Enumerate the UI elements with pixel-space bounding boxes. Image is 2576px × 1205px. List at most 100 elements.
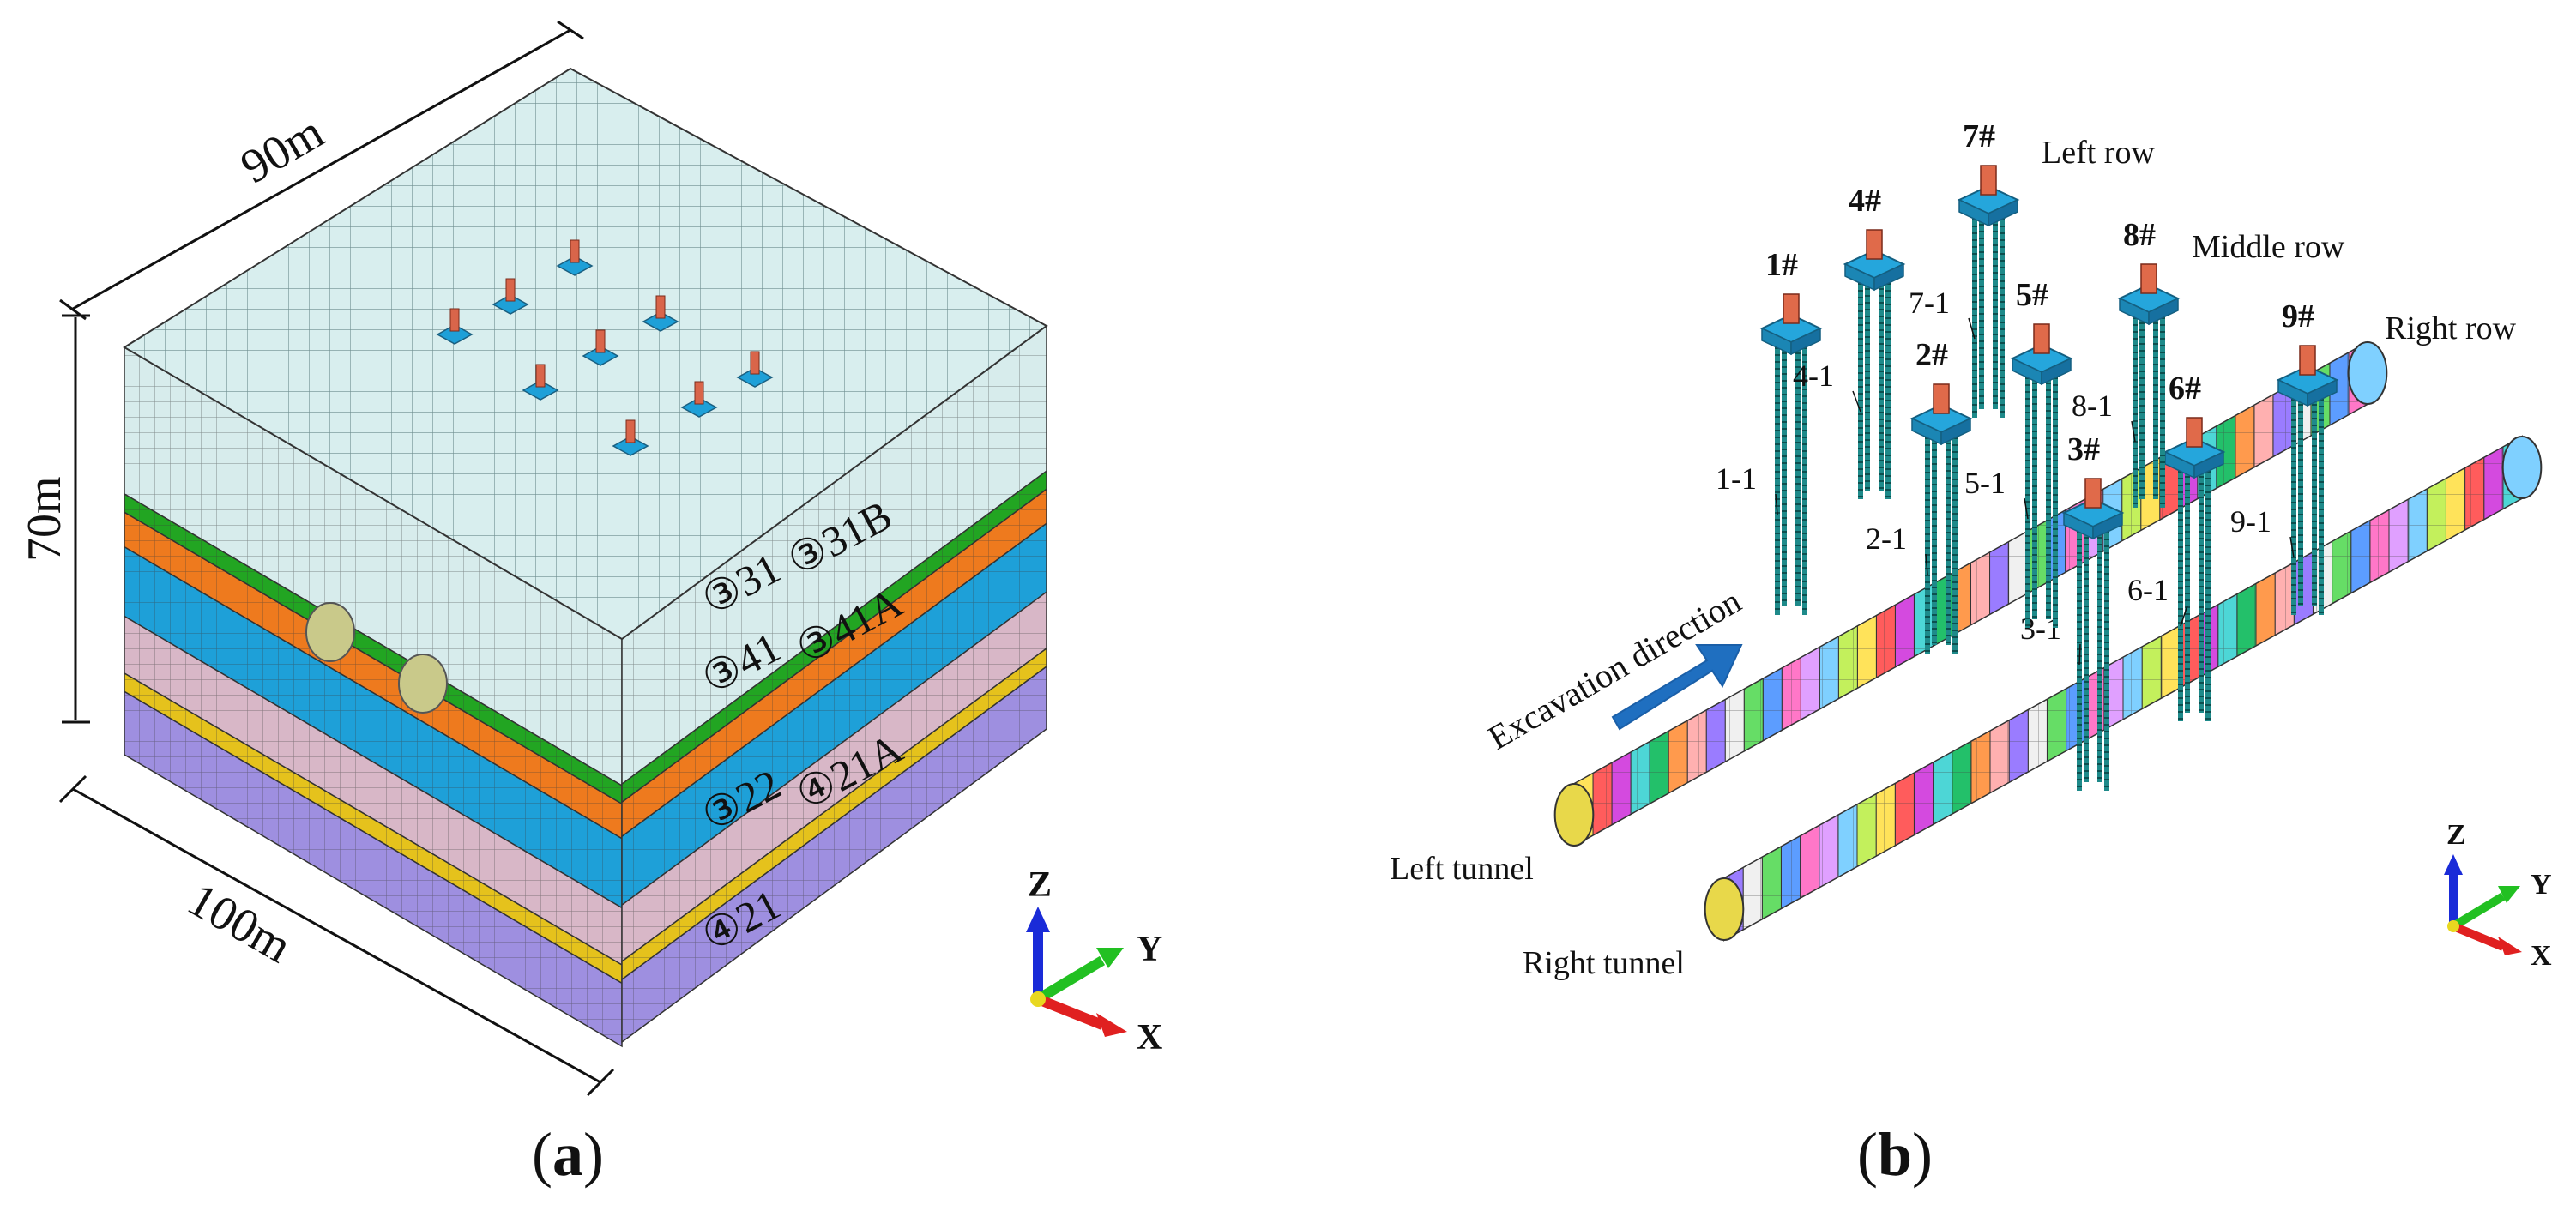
pile-label: 2-1 <box>1866 521 1907 556</box>
pile-cap-marker <box>492 278 529 315</box>
lining-ring-mesh <box>1952 741 1971 814</box>
stratum-left-mesh <box>124 691 622 1046</box>
stratum-right-mesh <box>622 326 1047 785</box>
z-axis-label: Z <box>2446 819 2466 851</box>
pile-cap-marker <box>436 308 474 345</box>
lining-ring-mesh <box>1612 752 1632 825</box>
pile-cap-marker <box>736 351 774 388</box>
lining-ring-mesh <box>1914 762 1934 835</box>
panel-caption-b: (b) <box>1857 1120 1933 1189</box>
pile-label: 9-1 <box>2230 504 2271 539</box>
tunnel-label-left: Left tunnel <box>1390 851 1534 887</box>
panel-b: 1#1-12#2-13#3-14#4-15#5-16#6-17#7-18#8-1… <box>1390 118 2552 1189</box>
pile-cap-label: 1# <box>1765 247 1798 283</box>
pile-cap-side <box>2307 378 2338 407</box>
lining-ring-mesh <box>2236 583 2256 656</box>
dim-label-90m: 90m <box>232 105 333 194</box>
tunnel-face <box>1553 783 1595 847</box>
lining-ring-mesh <box>2009 709 2029 783</box>
lining-ring-mesh <box>2235 405 2254 478</box>
lining-ring-mesh <box>2217 593 2237 667</box>
column-stub <box>2033 323 2050 354</box>
pile-label-leader <box>2131 420 2136 443</box>
lining-ring-mesh <box>1800 825 1819 898</box>
stratum-right-mesh <box>622 666 1047 1042</box>
lining-ring-mesh <box>1706 699 1726 773</box>
pile-label: 8-1 <box>2072 389 2113 423</box>
pile-cap-marker <box>556 239 594 276</box>
lining-ring-mesh <box>1990 720 2010 793</box>
lining-ring-mesh <box>1819 815 1838 888</box>
stratum-left-mesh <box>124 347 622 786</box>
pile-cap-label: 8# <box>2123 217 2156 253</box>
pile-group: 1#1-1 <box>1716 247 1823 615</box>
pile-label-leader <box>1968 317 1976 340</box>
lining-ring-mesh <box>1687 710 1707 783</box>
lining-ring-mesh <box>1895 594 1915 667</box>
dim-label-70m: 70m <box>18 476 71 562</box>
soil-block-left-face <box>124 346 623 1048</box>
pile-label: 4-1 <box>1793 358 1834 393</box>
pile-cap-marker <box>582 329 619 366</box>
pile-group: 7#7-1 <box>1909 118 2020 418</box>
column-stub <box>2140 263 2157 294</box>
axis-triad-b: Z Y X <box>2444 819 2552 972</box>
lining-ring-mesh <box>2142 636 2162 709</box>
pile-cap-label: 6# <box>2169 371 2201 407</box>
column-stub <box>2299 345 2316 376</box>
pile-label-leader <box>2024 497 2029 520</box>
lining-ring-mesh <box>1782 657 1801 731</box>
lining-ring-mesh <box>2272 384 2292 457</box>
column-stub <box>1980 165 1997 196</box>
pile-group: 8# 8-1 <box>2072 217 2181 508</box>
tunnel-left <box>1553 340 2388 847</box>
pile-label-leader <box>1925 553 1928 575</box>
x-axis-head <box>1096 1013 1127 1037</box>
lining-ring-mesh <box>2427 479 2446 551</box>
pile-groups: 1#1-12#2-13#3-14#4-15#5-16#6-17#7-18#8-1… <box>1716 118 2339 791</box>
lining-ring-mesh <box>2329 352 2349 425</box>
axis-origin <box>2447 920 2459 932</box>
pile-cap-label: 5# <box>2016 277 2048 313</box>
lining-ring-mesh <box>1801 647 1820 720</box>
pile-group: 9# 9-1 <box>2230 298 2339 615</box>
row-label-left: Left row <box>2042 135 2155 171</box>
pile-label-leader <box>2078 643 2081 666</box>
pile-cap-side <box>2193 450 2224 479</box>
lining-ring-mesh <box>1593 762 1613 835</box>
row-label-right: Right row <box>2385 310 2517 346</box>
lining-ring-mesh <box>1631 741 1650 815</box>
pile-caps-top <box>436 239 774 456</box>
dim-line-90m <box>72 28 571 310</box>
soil-block-right-face <box>621 324 1047 1044</box>
pile-cap-label: 4# <box>1849 183 1881 219</box>
stratum-right-mesh <box>622 471 1047 803</box>
lining-ring-mesh <box>1743 857 1763 930</box>
lining-ring-mesh <box>1914 584 1934 657</box>
lining-ring-mesh <box>2123 647 2143 720</box>
pile-cap-label: 3# <box>2067 431 2100 467</box>
lining-ring-mesh <box>1970 552 1990 625</box>
pile-cap-label: 9# <box>2282 298 2314 334</box>
panel-a: 90m 70m 100m ③31 ③31B ③41 ③41A ③22 ④21A … <box>18 20 1162 1189</box>
lining-ring-mesh <box>1857 793 1877 867</box>
column-stub <box>1783 293 1800 324</box>
pile-label: 6-1 <box>2127 573 2169 607</box>
lining-ring-mesh <box>2446 467 2465 541</box>
lining-ring-mesh <box>1970 731 1990 804</box>
y-axis-label: Y <box>2531 869 2552 901</box>
row-label-middle: Middle row <box>2192 229 2345 265</box>
lining-ring-mesh <box>2028 699 2048 772</box>
panel-caption-b-letter: b <box>1878 1120 1912 1189</box>
lining-ring-mesh <box>2121 468 2141 541</box>
lining-ring-mesh <box>2408 489 2428 562</box>
pile-cap-side <box>2148 297 2179 326</box>
lining-ring-mesh <box>1819 636 1839 709</box>
lining-ring-mesh <box>2332 531 2351 604</box>
pile-label-leader <box>2289 536 2295 558</box>
z-axis-label: Z <box>1028 865 1052 905</box>
x-axis-label: X <box>2531 940 2552 972</box>
pile-cap-marker <box>522 364 559 401</box>
tunnel-opening-left <box>305 602 355 662</box>
